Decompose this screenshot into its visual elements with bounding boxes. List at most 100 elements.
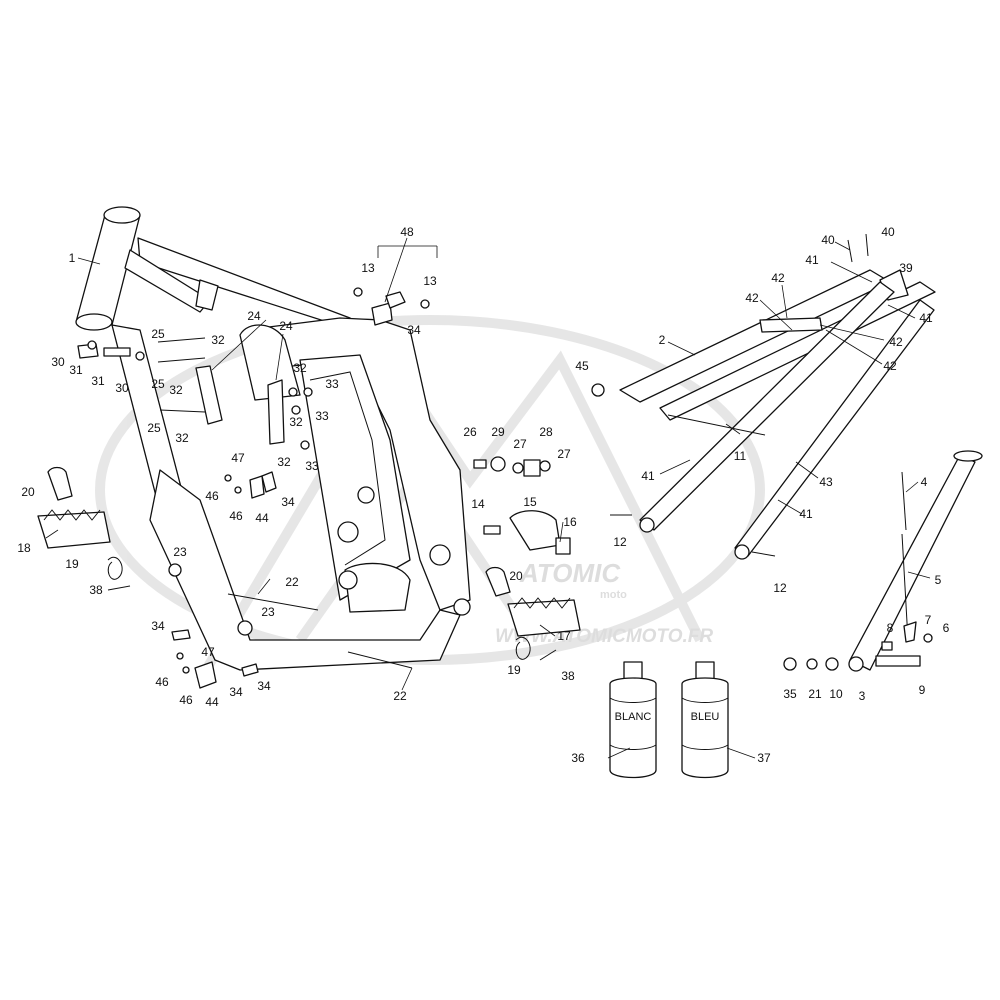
callout-1: 1 <box>69 251 76 265</box>
frame-mount-hole <box>337 521 359 543</box>
callout-32-c: 32 <box>175 431 189 445</box>
callout-34-upper: 34 <box>281 495 295 509</box>
left-small-parts <box>37 466 413 689</box>
spring-4 <box>901 471 907 531</box>
nut-30-b <box>135 351 145 361</box>
engine-mount-plate-upper <box>267 379 285 445</box>
callout-11: 11 <box>734 449 747 463</box>
callout-6: 6 <box>943 621 950 635</box>
callout-34-lower: 34 <box>151 619 165 633</box>
rear-subframe <box>591 233 936 560</box>
callout-4: 4 <box>921 475 928 489</box>
washer-13-right <box>420 299 430 309</box>
frame-rear-plate <box>299 354 411 601</box>
callout-14: 14 <box>471 497 485 511</box>
callout-32-a: 32 <box>211 333 225 347</box>
callout-44-lower: 44 <box>205 695 219 709</box>
bolt-40-left <box>847 239 853 263</box>
callout-33-a: 33 <box>325 377 339 391</box>
frame-upper-cross-tube <box>239 324 301 401</box>
callout-23-left: 23 <box>173 545 187 559</box>
bolt-6 <box>923 633 933 643</box>
callout-41-right: 41 <box>919 311 933 325</box>
callout-22-upper: 22 <box>285 575 299 589</box>
callout-37: 37 <box>757 751 771 765</box>
washer-32 <box>288 387 298 397</box>
callout-29: 29 <box>491 425 505 439</box>
callout-38-left: 38 <box>89 583 103 597</box>
callout-31-a: 31 <box>69 363 83 377</box>
spring-19-right <box>515 636 531 660</box>
callout-41-left: 41 <box>641 469 655 483</box>
washer-27-b <box>539 460 551 472</box>
callout-15: 15 <box>523 495 537 509</box>
frame-plate-edge <box>309 371 386 566</box>
side-stand-assembly <box>783 450 983 672</box>
pin-38-left <box>107 585 131 591</box>
callout-33-c: 33 <box>305 459 319 473</box>
nut-35 <box>783 657 797 671</box>
callout-41-lower: 41 <box>799 507 813 521</box>
bolt-46-upper-b <box>234 486 242 494</box>
spring-19-left <box>107 556 123 580</box>
callout-3: 3 <box>859 689 866 703</box>
washer-21 <box>806 658 818 670</box>
callout-10: 10 <box>829 687 843 701</box>
callout-21: 21 <box>808 687 822 701</box>
side-stand-pivot <box>848 656 864 672</box>
leader-lines <box>45 237 931 759</box>
spray-can-blue-label-top <box>681 697 729 703</box>
engine-mount-brackets <box>77 287 430 450</box>
frame-mount-hole <box>357 486 375 504</box>
callout-13-right: 13 <box>423 274 437 288</box>
callout-45: 45 <box>575 359 589 373</box>
bolt-9 <box>875 655 921 667</box>
bolt-14 <box>483 525 501 535</box>
callout-46-upper-right: 46 <box>229 509 243 523</box>
callout-22-lower: 22 <box>393 689 407 703</box>
callout-46-lower-left: 46 <box>155 675 169 689</box>
callout-26: 26 <box>463 425 477 439</box>
callout-19-right: 19 <box>507 663 521 677</box>
callout-32-e: 32 <box>289 415 303 429</box>
bolt-46-lower <box>176 652 184 660</box>
spray-can-blue-nozzle <box>695 661 715 681</box>
callout-30-a: 30 <box>51 355 65 369</box>
plug-23-lower <box>237 620 253 636</box>
frame-gusset <box>124 249 211 313</box>
clip-34-bottom <box>241 663 259 677</box>
callout-47-lower: 47 <box>201 645 215 659</box>
spring-5 <box>901 533 909 641</box>
callout-36: 36 <box>571 751 585 765</box>
spray-can-white-label: BLANC <box>615 711 652 723</box>
frame-top-tab <box>371 302 393 326</box>
callout-33-b: 33 <box>315 409 329 423</box>
callout-25-a: 25 <box>151 327 165 341</box>
spray-can-white-nozzle <box>623 661 643 681</box>
plate-7 <box>903 621 917 643</box>
bolt-22-lower <box>347 651 413 669</box>
callout-40-left: 40 <box>821 233 835 247</box>
clip-34-top <box>385 291 406 309</box>
callout-23-lower: 23 <box>261 605 275 619</box>
bolt-25-a <box>157 337 206 343</box>
callout-27-b: 27 <box>557 447 571 461</box>
spray-can-white-label-top <box>609 697 657 703</box>
clip-34-lower <box>171 629 191 641</box>
footpeg-17 <box>507 599 581 637</box>
pin-38-right <box>539 649 557 661</box>
bolt-22-upper <box>227 593 319 611</box>
spray-can-blue: BLEU <box>681 661 729 779</box>
bolt-25-b <box>157 357 206 363</box>
callout-40-right: 40 <box>881 225 895 239</box>
callout-34-bottom-right: 34 <box>257 679 271 693</box>
steering-head-bottom <box>75 313 113 331</box>
bracket-44-upper <box>249 475 265 499</box>
bracket-44-lower <box>194 661 217 689</box>
callout-31-b: 31 <box>91 374 105 388</box>
callout-2: 2 <box>659 333 666 347</box>
bushing-10 <box>825 657 839 671</box>
callout-24-right: 24 <box>279 319 293 333</box>
footpeg-17-teeth <box>513 597 571 609</box>
nut-33 <box>303 387 313 397</box>
